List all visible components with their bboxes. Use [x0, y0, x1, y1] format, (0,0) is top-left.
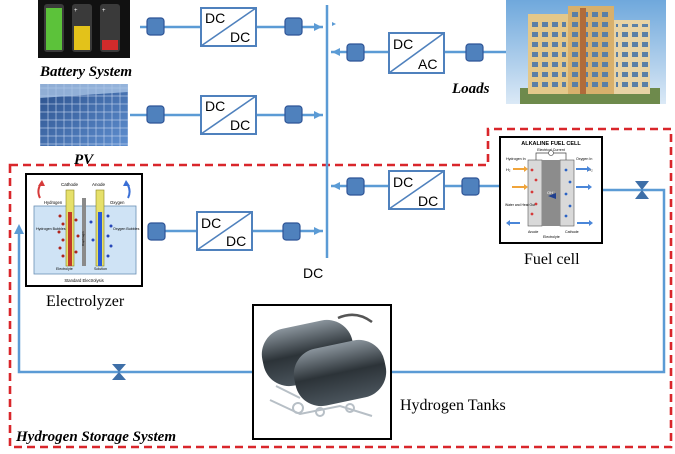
- el-oxygen-bubbles: Oxygen Bubbles: [113, 227, 140, 231]
- node-electrolyzer-out: [282, 222, 301, 241]
- fc-hydrogen-in: Hydrogen In: [506, 157, 526, 161]
- converter-electrolyzer-top: DC: [201, 215, 221, 231]
- converter-pv-bottom: DC: [230, 117, 250, 133]
- el-oxygen: Oxygen: [110, 200, 125, 205]
- el-hydrogen: Hydrogen: [44, 200, 63, 205]
- fc-oxygen-in: Oxygen In: [576, 157, 592, 161]
- node-fuel-in: [346, 177, 365, 196]
- fuel-cell-label: Fuel cell: [524, 251, 580, 268]
- converter-battery-bottom: DC: [230, 29, 250, 45]
- el-cathode: Cathode: [61, 182, 79, 187]
- hydrogen-storage-system-label: Hydrogen Storage System: [15, 429, 176, 445]
- fc-cathode: Cathode: [565, 230, 579, 234]
- el-electrolyte: Electrolyte: [56, 267, 73, 271]
- converter-pv: DC DC: [200, 95, 257, 135]
- node-fuel-out: [461, 177, 480, 196]
- el-diaphragm: Diaphragm: [81, 231, 85, 246]
- svg-text:+: +: [74, 8, 78, 14]
- converter-fuel-cell-bottom: DC: [418, 193, 438, 209]
- battery-image: + +: [38, 0, 130, 58]
- converter-loads-bottom: AC: [418, 56, 437, 72]
- fc-current: Electrical Current: [537, 148, 565, 152]
- svg-text:+: +: [102, 8, 106, 14]
- fc-title: ALKALINE FUEL CELL: [521, 141, 581, 147]
- converter-electrolyzer: DC DC: [196, 211, 253, 251]
- valve-icon-left: [112, 364, 126, 380]
- fc-water-out: Water and Heat Out: [505, 203, 535, 207]
- node-pv-in: [146, 105, 165, 124]
- building-image: [506, 0, 666, 104]
- fc-o2: O₂: [588, 167, 593, 172]
- pv-image: [40, 84, 128, 146]
- dc-bus-label: DC: [303, 265, 323, 281]
- converter-fuel-cell: DC DC: [388, 170, 445, 210]
- node-electrolyzer-in: [147, 222, 166, 241]
- electrolyzer-image: Cathode Anode Hydrogen Oxygen Hydrogen B…: [25, 173, 143, 287]
- el-solution: Solution: [94, 267, 107, 271]
- hydrogen-tanks-label: Hydrogen Tanks: [400, 397, 506, 414]
- fc-electrolyte: Electrolyte: [543, 235, 560, 239]
- converter-electrolyzer-bottom: DC: [226, 233, 246, 249]
- fc-oh: OH⁻: [547, 190, 555, 195]
- node-battery-out: [284, 17, 303, 36]
- pipe-arrow-up: [14, 224, 24, 234]
- electrolyzer-label: Electrolyzer: [46, 293, 125, 310]
- fc-h2: H₂: [506, 167, 511, 172]
- converter-battery: DC DC: [200, 7, 257, 47]
- connector-nodes: [146, 17, 484, 241]
- node-pv-out: [284, 105, 303, 124]
- converter-battery-top: DC: [205, 10, 225, 26]
- converter-loads-top: DC: [393, 36, 413, 52]
- bus-arrowheads: [314, 22, 340, 235]
- pv-label: PV: [74, 152, 95, 168]
- node-loads-out: [465, 43, 484, 62]
- loads-label: Loads: [451, 81, 490, 97]
- fuel-cell-image: ALKALINE FUEL CELL Electrical Current Hy…: [499, 136, 603, 244]
- el-standard-electrolysis: Standard Electrolysis: [64, 278, 103, 283]
- node-battery-in: [146, 17, 165, 36]
- battery-system-label: Battery System: [39, 64, 132, 80]
- el-hydrogen-bubbles: Hydrogen Bubbles: [36, 227, 66, 231]
- node-loads-in: [346, 43, 365, 62]
- converter-pv-top: DC: [205, 98, 225, 114]
- fc-anode: Anode: [528, 230, 538, 234]
- hydrogen-pipe-electrolyzer: [17, 232, 253, 374]
- hydrogen-pipe-fuel-cell: [391, 188, 666, 374]
- el-anode: Anode: [92, 182, 106, 187]
- converter-fuel-cell-top: DC: [393, 174, 413, 190]
- converter-loads: DC AC: [388, 32, 445, 74]
- hydrogen-storage-boundary: [8, 127, 673, 449]
- valve-icon-right: [635, 181, 649, 199]
- hydrogen-tanks-image: [252, 304, 392, 440]
